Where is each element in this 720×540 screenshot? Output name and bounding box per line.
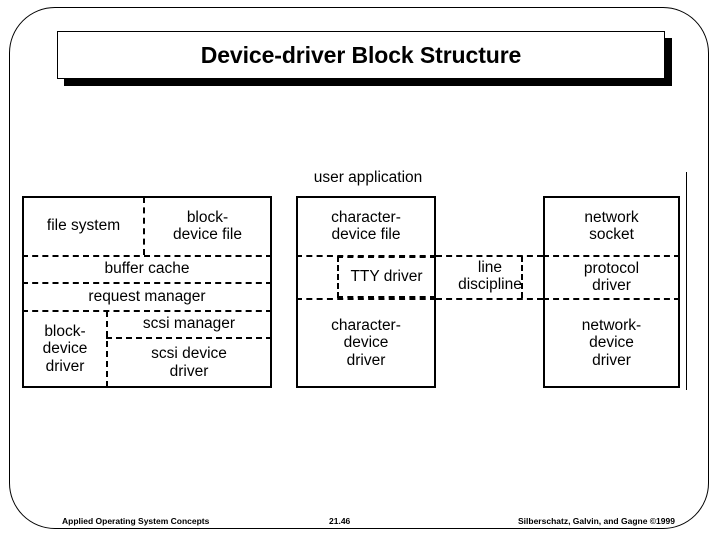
tty-driver-box — [337, 256, 436, 298]
divider-buffercache-requestmanager — [22, 282, 272, 284]
divider-networksocket-protocol — [543, 255, 680, 257]
cell-network-socket: network socket — [584, 208, 639, 243]
divider-filesystem-buffercache — [22, 255, 272, 257]
connector-bottom-dashed-line — [436, 298, 543, 300]
connector-top-dashed-line — [436, 255, 543, 257]
divider-scsimanager-scsidevicedriver — [106, 337, 272, 339]
cell-scsi-device-driver: scsi device driver — [151, 345, 227, 380]
cell-block-device-driver: block- device driver — [42, 322, 88, 375]
divider-requestmanager-drivers — [22, 310, 272, 312]
cell-tty-driver: TTY driver — [350, 268, 423, 286]
diagram-label-user-application: user application — [313, 169, 423, 186]
cell-network-device-driver: network- device driver — [581, 316, 642, 369]
title-box: Device-driver Block Structure — [57, 31, 665, 79]
slide-footer: Applied Operating System Concepts 21.46 … — [0, 516, 720, 534]
cell-buffer-cache: buffer cache — [104, 260, 190, 278]
cell-file-system: file system — [46, 217, 121, 235]
divider-protocol-networkdevicedriver — [543, 298, 680, 300]
cell-request-manager: request manager — [88, 287, 206, 305]
divider-filesystem-blockdevicefile — [143, 197, 145, 255]
footer-page-number: 21.46 — [329, 516, 351, 526]
label-line-discipline: line discipline — [458, 259, 522, 294]
page-title: Device-driver Block Structure — [200, 41, 522, 68]
cell-scsi-manager: scsi manager — [142, 315, 236, 333]
cell-character-device-file: character- device file — [331, 208, 401, 243]
divider-blockdevicedriver-scsi — [106, 311, 108, 387]
protocol-driver-box-left-edge — [521, 256, 581, 298]
cell-block-device-file: block- device file — [173, 208, 242, 243]
cell-character-device-driver: character- device driver — [331, 316, 401, 369]
block-device-column — [22, 196, 272, 388]
footer-book-title: Applied Operating System Concepts — [62, 516, 210, 526]
figure-right-rule — [686, 172, 687, 390]
divider-tty-characterdevicedriver — [296, 298, 436, 300]
footer-copyright: Silberschatz, Galvin, and Gagne ©1999 — [518, 516, 675, 526]
network-column — [543, 196, 680, 388]
cell-protocol-driver: protocol driver — [583, 259, 640, 294]
